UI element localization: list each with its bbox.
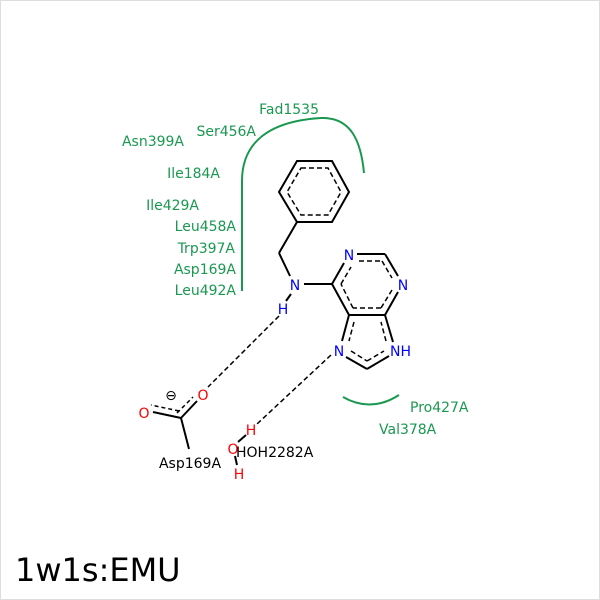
residue-asp169a: Asp169A (174, 262, 236, 278)
residue-asn399a: Asn399A (122, 134, 184, 150)
residue-ile184a: Ile184A (167, 166, 220, 182)
label-water: HOH2282A (236, 445, 314, 461)
label-asp169a: Asp169A (159, 456, 221, 472)
atom-n9h: NH (390, 344, 411, 360)
atom-o-water: O (227, 442, 238, 458)
atom-n7: N (334, 344, 344, 360)
hbond-nh-asp (207, 315, 280, 388)
residue-ser456a: Ser456A (196, 124, 256, 140)
atom-o-asp-2: O (138, 406, 149, 422)
atom-h-water-2: H (234, 467, 245, 483)
atom-h-water-1: H (246, 423, 257, 439)
ligand-bonds (150, 160, 399, 466)
hydrophobic-arc-top (241, 116, 365, 291)
residue-val378a: Val378A (379, 422, 437, 438)
atom-n-amine: N (290, 278, 300, 294)
residue-fad1535: Fad1535 (259, 102, 319, 118)
residue-trp397a: Trp397A (177, 241, 236, 257)
hbond-n7-water (256, 354, 332, 425)
residue-leu458a: Leu458A (175, 219, 237, 235)
atom-n1: N (344, 248, 354, 264)
residue-leu492a: Leu492A (175, 283, 237, 299)
residue-ile429a: Ile429A (146, 198, 199, 214)
atom-o-asp-1: O (197, 388, 208, 404)
residue-pro427a: Pro427A (410, 400, 469, 416)
charge-minus: ⊖ (165, 388, 177, 404)
structure-title: 1w1s:EMU (15, 551, 181, 589)
atom-h-amine: H (278, 302, 289, 318)
hydrophobic-arc-bottom (342, 394, 400, 406)
atom-n3: N (398, 278, 408, 294)
